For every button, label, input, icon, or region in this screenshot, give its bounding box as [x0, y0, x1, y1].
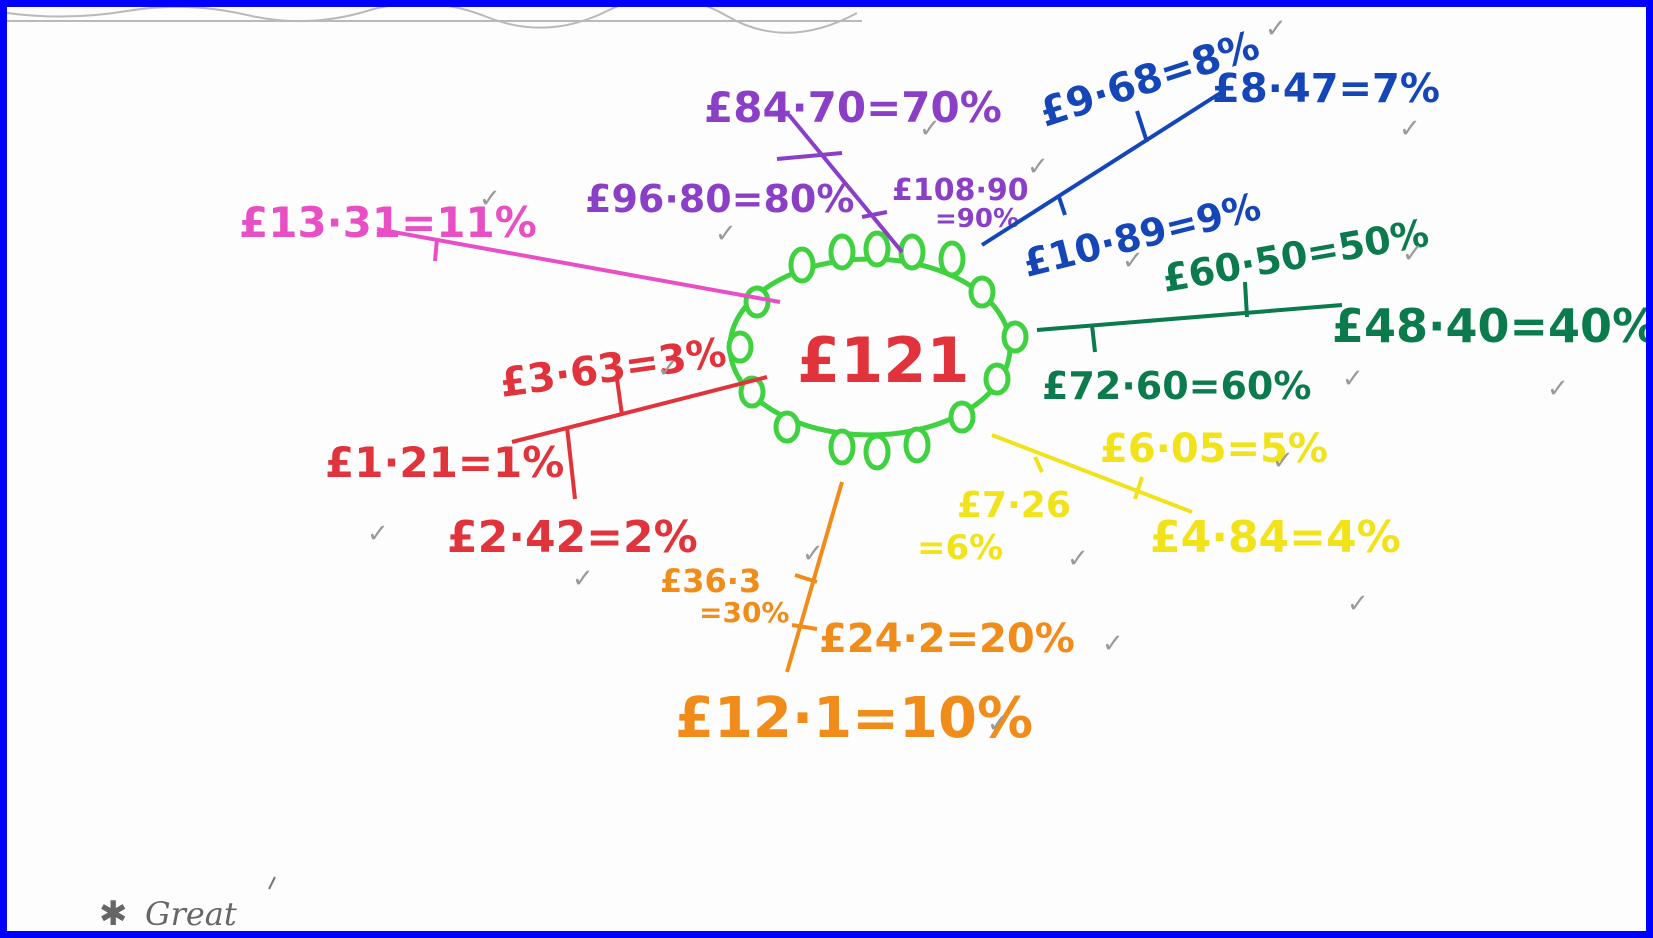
tick-mark: ✓	[715, 219, 737, 249]
tick-mark: ✓	[1547, 374, 1569, 404]
label-5-percent: £6·05=5%	[1100, 426, 1328, 472]
label-10-percent: £12·1=10%	[675, 686, 1033, 751]
tick-mark: ✓	[367, 519, 389, 549]
star-icon: ✱	[99, 894, 128, 931]
teacher-ticks: ✓ ✓ ✓ ✓ ✓ ✓ ✓ ✓ ✓ ✓ ✓ ✓ ✓ ✓ ✓ ✓ ✓ ✓ ✓	[367, 14, 1569, 739]
center-bubble	[726, 230, 1029, 471]
tick-mark: ✓	[1027, 152, 1049, 182]
label-80-percent: £96·80=80%	[585, 177, 854, 221]
tick-mark: ✓	[1122, 246, 1144, 276]
tick-mark: ✓	[987, 709, 1009, 739]
tick-mark: ✓	[1342, 364, 1364, 394]
label-90-percent-amount: £108·90	[892, 173, 1029, 208]
tick-mark: ✓	[802, 539, 824, 569]
label-20-percent: £24·2=20%	[819, 616, 1075, 662]
label-7-percent: £8·47=7%	[1212, 66, 1440, 112]
tick-mark: ✓	[1347, 589, 1369, 619]
branch-orange	[785, 481, 844, 673]
label-30-percent-amount: £36·3	[660, 562, 761, 600]
tick-mark: ✓	[1067, 544, 1089, 574]
branch-pink	[376, 227, 781, 304]
tick-mark: ✓	[657, 354, 679, 384]
label-6-percent-value: =6%	[917, 528, 1003, 568]
percentage-spider-diagram: £121 £13·31=11% £84·70=70% £96·80=80% £1…	[7, 7, 1646, 931]
branch-yellow	[991, 433, 1193, 514]
header-scribble	[7, 7, 862, 34]
center-amount: £121	[797, 324, 970, 397]
tick-mark: ✓	[1272, 446, 1294, 476]
teacher-comment: Great	[145, 895, 237, 931]
label-6-percent-amount: £7·26	[957, 485, 1071, 526]
tick-mark: ✓	[1402, 239, 1424, 269]
branch-red	[511, 375, 768, 500]
label-2-percent: £2·42=2%	[447, 512, 698, 563]
branch-green	[1036, 281, 1343, 353]
tick-mark: ✓	[1102, 629, 1124, 659]
tick-mark: ✓	[479, 184, 501, 214]
label-1-percent: £1·21=1%	[325, 438, 564, 487]
branch-purple	[776, 113, 904, 254]
label-70-percent: £84·70=70%	[704, 83, 1002, 132]
label-30-percent-value: =30%	[699, 596, 789, 629]
label-60-percent: £72·60=60%	[1042, 364, 1311, 408]
worksheet-page: £121 £13·31=11% £84·70=70% £96·80=80% £1…	[7, 7, 1646, 931]
label-40-percent: £48·40=40%	[1332, 299, 1646, 353]
tick-mark: ✓	[1399, 114, 1421, 144]
tick-mark: ✓	[919, 114, 941, 144]
label-11-percent: £13·31=11%	[239, 198, 537, 247]
label-4-percent: £4·84=4%	[1150, 512, 1401, 563]
tick-mark: ✓	[572, 564, 594, 594]
comment-mark	[268, 876, 276, 890]
branch-blue	[980, 90, 1224, 247]
tick-mark: ✓	[1265, 14, 1287, 44]
